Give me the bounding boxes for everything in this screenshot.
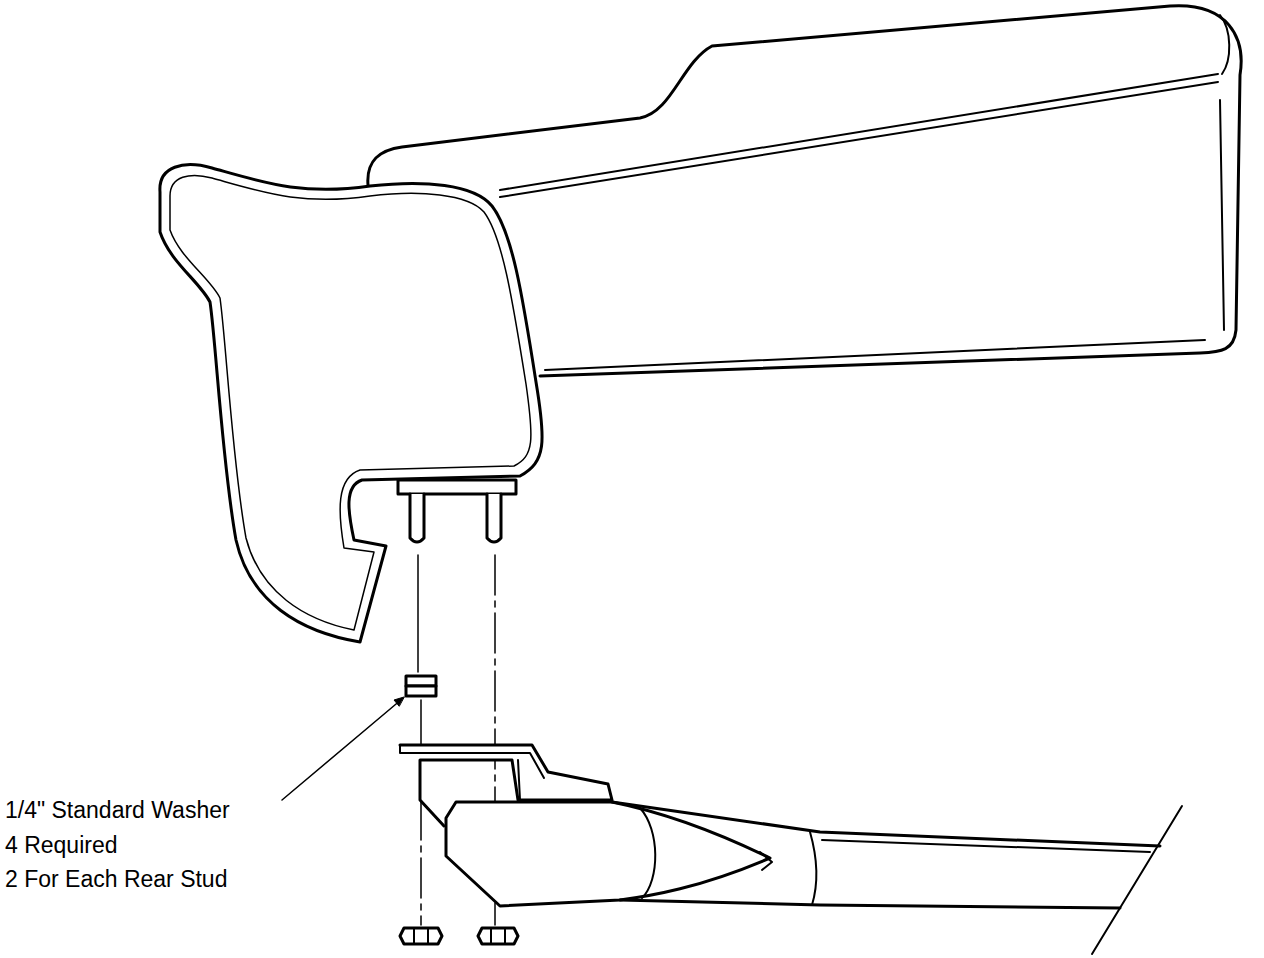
cushion-seam (500, 82, 1218, 197)
leader-line (282, 699, 402, 800)
nut (400, 928, 442, 944)
callout-note: 4 Required (5, 833, 118, 858)
cushion-seam (500, 74, 1218, 190)
stud (487, 494, 501, 542)
callout-note: 2 For Each Rear Stud (5, 867, 227, 892)
armrest-bracket (518, 760, 520, 800)
break-line (1092, 806, 1182, 954)
center-line (420, 800, 422, 925)
mounting-plate (398, 480, 516, 494)
callout-note: 1/4" Standard Washer (5, 798, 230, 823)
cushion-seam (1220, 100, 1224, 330)
center-line (417, 555, 419, 672)
washer (406, 686, 436, 696)
armrest-cone (640, 808, 655, 898)
nut (491, 928, 505, 944)
stud (410, 494, 424, 542)
nut (478, 928, 518, 944)
leader-arrowhead (394, 697, 404, 706)
armrest-cone (760, 852, 772, 870)
nut (414, 928, 428, 944)
side-panel (160, 165, 542, 642)
cushion-seam (545, 340, 1205, 370)
armrest-tube (620, 900, 1120, 908)
armrest-bracket (400, 745, 544, 778)
armrest-tube (612, 802, 1160, 846)
center-line (420, 700, 422, 745)
cushion-crease (1220, 15, 1229, 74)
side-panel-inner (170, 175, 531, 630)
armrest-tube (810, 832, 816, 905)
armrest-tube (822, 840, 1150, 852)
